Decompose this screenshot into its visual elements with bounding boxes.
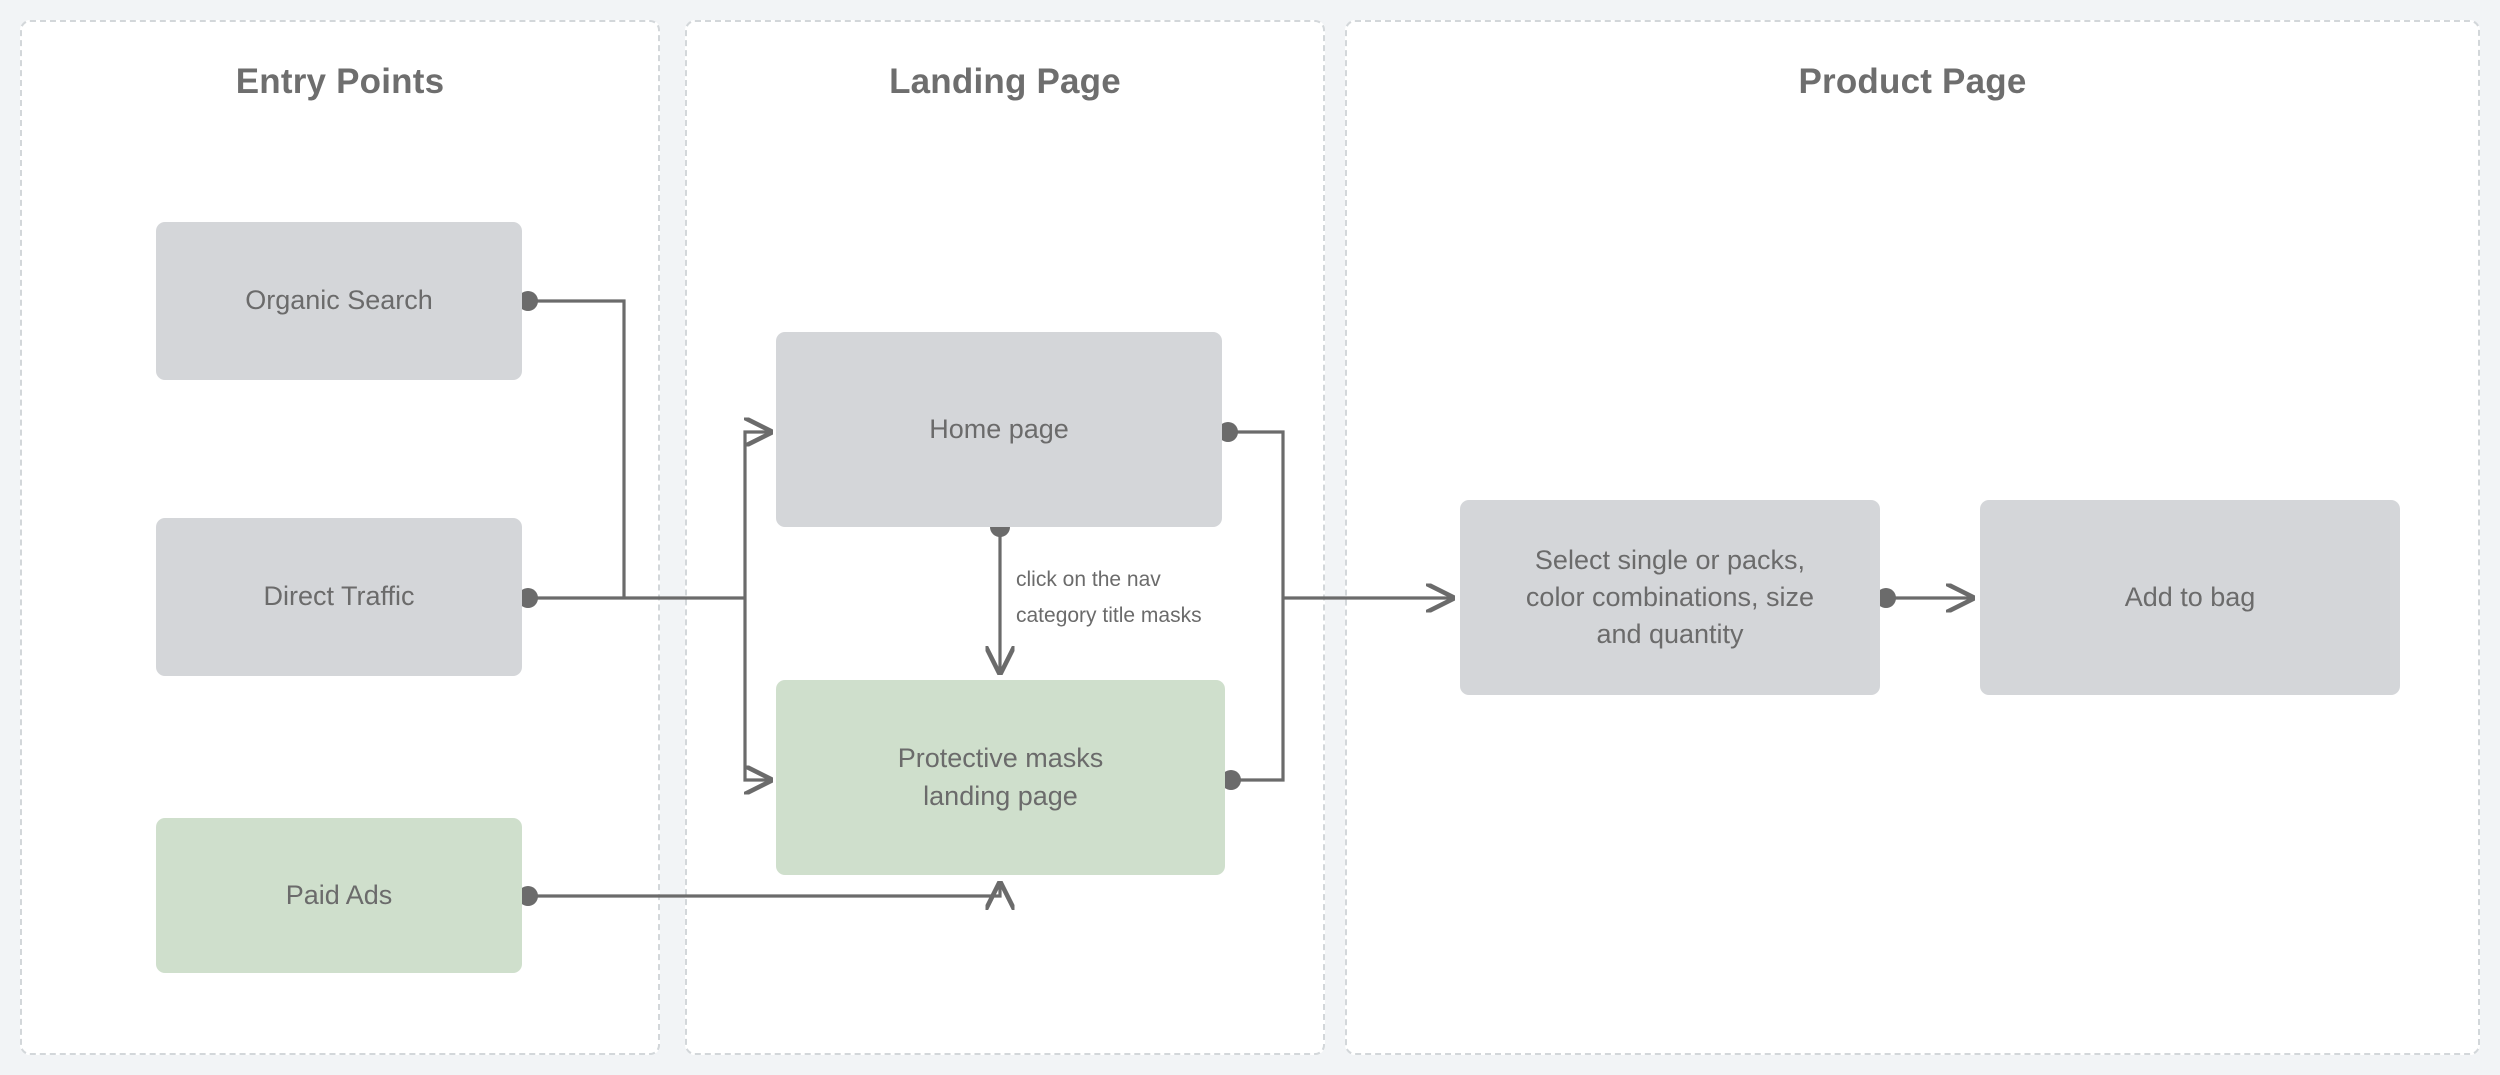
node-paid-ads[interactable]: Paid Ads — [156, 818, 522, 973]
edge-label-nav-category: click on the nav category title masks — [1016, 562, 1202, 633]
node-label: Select single or packs, color combinatio… — [1525, 544, 1815, 650]
node-add-to-bag[interactable]: Add to bag — [1980, 500, 2400, 695]
edge-label-line-1: click on the nav — [1016, 568, 1161, 591]
edge-label-line-2: category title masks — [1016, 603, 1202, 627]
node-direct-traffic[interactable]: Direct Traffic — [156, 518, 522, 676]
node-protective-masks-landing-page[interactable]: Protective masks landing page — [776, 680, 1225, 875]
node-home-page[interactable]: Home page — [776, 332, 1222, 527]
node-organic-search[interactable]: Organic Search — [156, 222, 522, 380]
node-label: Organic Search — [245, 285, 433, 316]
panel-title-product-page: Product Page — [1798, 62, 2027, 101]
node-label: Protective masks landing page — [897, 743, 1104, 811]
panel-landing-page: Landing Page — [685, 20, 1325, 1055]
panel-title-landing-page: Landing Page — [889, 62, 1121, 101]
node-label: Direct Traffic — [263, 581, 415, 612]
panel-title-entry-points: Entry Points — [235, 62, 445, 101]
node-label: Paid Ads — [285, 879, 393, 910]
node-label: Home page — [929, 413, 1069, 444]
node-label: Add to bag — [2124, 581, 2256, 612]
node-select-options[interactable]: Select single or packs, color combinatio… — [1460, 500, 1880, 695]
